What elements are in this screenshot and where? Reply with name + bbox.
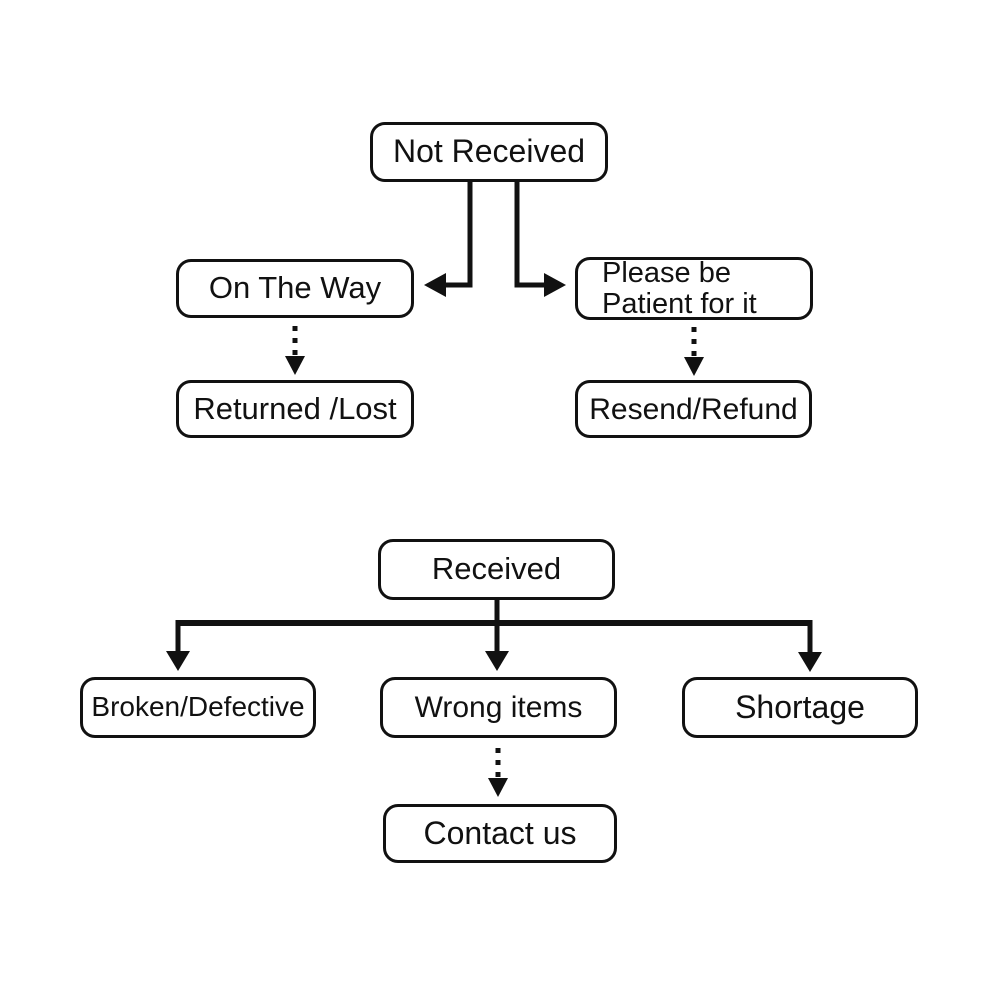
- node-broken-defective: Broken/Defective: [80, 677, 316, 738]
- arrowhead-left-icon: [424, 273, 446, 297]
- arrowhead-down-icon: [488, 778, 508, 797]
- node-please-be-patient-text: Please be Patient for it: [602, 258, 757, 319]
- arrowhead-down-icon: [485, 651, 509, 671]
- node-on-the-way: On The Way: [176, 259, 414, 318]
- node-please-be-patient-line2: Patient for it: [602, 287, 757, 320]
- connector-not-received-to-please-be-patient: [514, 182, 544, 288]
- arrowhead-down-icon: [285, 356, 305, 375]
- arrowhead-down-icon: [166, 651, 190, 671]
- connector-not-received-to-on-the-way: [446, 182, 473, 288]
- node-returned-lost: Returned /Lost: [176, 380, 414, 438]
- arrowhead-down-icon: [798, 652, 822, 672]
- node-received: Received: [378, 539, 615, 600]
- arrowhead-down-icon: [684, 357, 704, 376]
- node-please-be-patient: Please be Patient for it: [575, 257, 813, 320]
- node-please-be-patient-line1: Please be: [602, 257, 731, 290]
- node-shortage: Shortage: [682, 677, 918, 738]
- arrowhead-right-icon: [544, 273, 566, 297]
- node-wrong-items: Wrong items: [380, 677, 617, 738]
- node-resend-refund: Resend/Refund: [575, 380, 812, 438]
- node-not-received: Not Received: [370, 122, 608, 182]
- node-contact-us: Contact us: [383, 804, 617, 863]
